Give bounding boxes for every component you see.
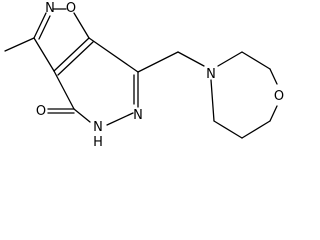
bond-c7-ch2 bbox=[137, 51, 179, 73]
structure-canvas: N O N N H O N O bbox=[4, 1, 284, 150]
bond-c3-n-double-a bbox=[33, 12, 47, 39]
atom-label-layer: N O N N H O N O bbox=[36, 1, 284, 150]
atom-morpholine-n: N bbox=[206, 67, 216, 82]
atom-isoxazole-o: O bbox=[66, 1, 76, 16]
bond-morph-c1-c2 bbox=[241, 51, 271, 70]
bond-c3a-c7a-double-b bbox=[57, 41, 94, 76]
atom-isoxazole-n: N bbox=[45, 1, 55, 16]
atom-morpholine-o: O bbox=[274, 89, 284, 104]
bond-n5-c4 bbox=[73, 108, 91, 123]
bond-layer bbox=[4, 8, 278, 139]
bond-morph-c5-n bbox=[210, 79, 215, 122]
atom-carbonyl-o: O bbox=[36, 104, 46, 119]
atom-pyridazinone-h: H bbox=[93, 135, 103, 150]
bond-c3-n-double-b bbox=[38, 15, 51, 40]
bond-c4-c3a bbox=[53, 70, 75, 110]
bond-morph-n-c1 bbox=[217, 51, 243, 67]
bond-morph-c2-o bbox=[269, 68, 278, 85]
bond-n6-n5 bbox=[106, 112, 134, 126]
bond-morph-c3-c4 bbox=[241, 120, 271, 139]
bond-ch2-n bbox=[177, 51, 205, 67]
bond-methyl bbox=[4, 37, 35, 52]
bond-morph-c4-c5 bbox=[213, 120, 243, 139]
bond-c3a-c7a-double-a bbox=[53, 37, 90, 72]
bond-o-c7a bbox=[73, 12, 90, 39]
bond-morph-o-c3 bbox=[269, 105, 278, 122]
atom-pyridazinone-nh: N bbox=[93, 120, 103, 135]
atom-pyridazine-n: N bbox=[133, 108, 143, 123]
bond-c3-c3a bbox=[33, 37, 55, 72]
bond-c7a-c7 bbox=[88, 37, 139, 73]
structure-drawing: N O N N H O N O bbox=[4, 1, 284, 150]
